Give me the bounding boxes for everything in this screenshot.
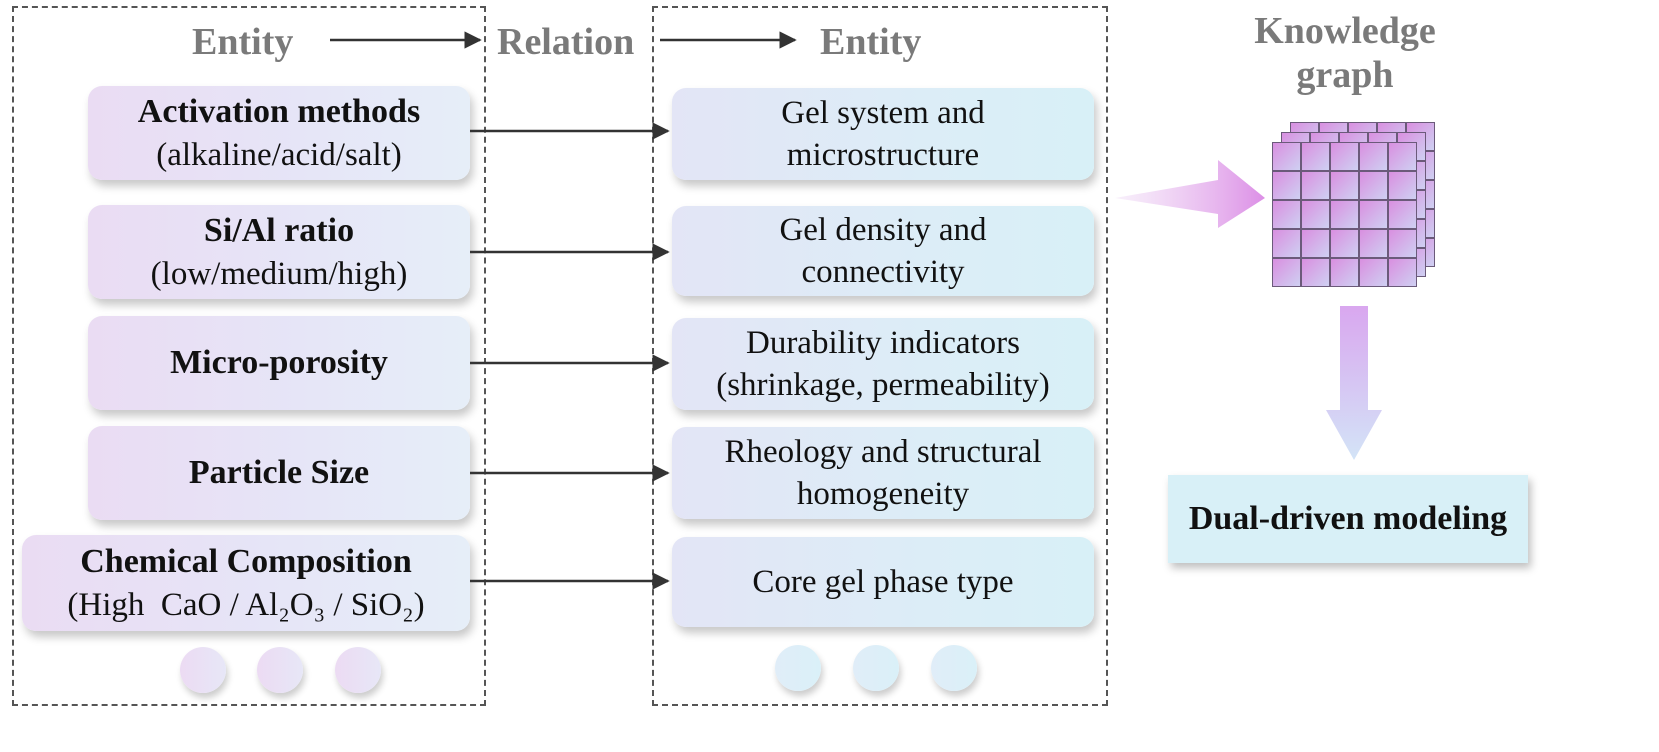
right-entity-line2: homogeneity — [796, 476, 970, 512]
right-entity-line1: Gel system and — [781, 94, 985, 131]
left-entity-card: Particle Size — [88, 426, 470, 520]
continuation-dot — [180, 647, 226, 693]
continuation-dot — [775, 645, 821, 691]
kg-cell — [1389, 143, 1416, 170]
left-entity-card: Si/Al ratio (low/medium/high) — [88, 205, 470, 299]
right-entity-line1: Rheology and structural — [724, 433, 1042, 470]
right-entity-card: Gel density and connectivity — [672, 206, 1094, 296]
kg-cell — [1389, 230, 1416, 257]
right-entity-line2: (shrinkage, permeability) — [716, 367, 1050, 403]
left-entity-title: Micro-porosity — [170, 344, 388, 382]
kg-cell — [1331, 172, 1358, 199]
header-entity-left: Entity — [192, 21, 294, 63]
header-relation: Relation — [497, 21, 635, 63]
kg-cell — [1331, 230, 1358, 257]
kg-cell — [1389, 172, 1416, 199]
kg-cell — [1302, 259, 1329, 286]
left-entity-subtitle: (High CaO / Al₂O₃ / SiO₂) — [67, 586, 425, 623]
kg-cell — [1360, 230, 1387, 257]
left-entity-title: Activation methods — [137, 93, 421, 131]
kg-cell — [1389, 259, 1416, 286]
dual-driven-modeling-box: Dual-driven modeling — [1168, 475, 1528, 563]
left-entity-card: Micro-porosity — [88, 316, 470, 410]
right-entity-card: Rheology and structural homogeneity — [672, 427, 1094, 519]
left-entity-subtitle: (low/medium/high) — [150, 255, 408, 292]
kg-cell — [1331, 259, 1358, 286]
left-entity-title: Particle Size — [188, 454, 370, 492]
kg-cell — [1273, 172, 1300, 199]
continuation-dot — [335, 647, 381, 693]
right-entity-line2: connectivity — [801, 254, 965, 290]
left-entity-panel — [12, 6, 486, 706]
kg-cell — [1273, 259, 1300, 286]
kg-cell — [1273, 201, 1300, 228]
to-knowledge-graph-arrow — [1115, 160, 1265, 228]
left-entity-title: Si/Al ratio — [203, 212, 355, 250]
left-entity-card: Activation methods (alkaline/acid/salt) — [88, 86, 470, 180]
knowledge-graph-icon — [1272, 122, 1435, 287]
kg-cell — [1302, 201, 1329, 228]
right-entity-card: Durability indicators (shrinkage, permea… — [672, 318, 1094, 410]
kg-cell — [1331, 143, 1358, 170]
right-entity-card: Gel system and microstructure — [672, 88, 1094, 180]
knowledge-graph-title: Knowledge graph — [1254, 10, 1436, 96]
kg-cell — [1302, 230, 1329, 257]
left-entity-subtitle: (alkaline/acid/salt) — [156, 136, 402, 173]
header-entity-right: Entity — [820, 21, 922, 63]
right-entity-line1: Gel density and — [779, 211, 987, 248]
right-entity-line1: Core gel phase type — [752, 563, 1014, 600]
kg-cell — [1331, 201, 1358, 228]
right-entity-card: Core gel phase type — [672, 537, 1094, 627]
kg-cell — [1302, 143, 1329, 170]
kg-cell — [1360, 259, 1387, 286]
kg-cell — [1360, 201, 1387, 228]
continuation-dot — [257, 647, 303, 693]
kg-cell — [1273, 143, 1300, 170]
right-entity-line1: Durability indicators — [745, 324, 1021, 361]
kg-cell — [1302, 172, 1329, 199]
kg-cell — [1360, 143, 1387, 170]
continuation-dot — [931, 645, 977, 691]
left-entity-title: Chemical Composition — [80, 543, 412, 581]
continuation-dot — [853, 645, 899, 691]
left-entity-card: Chemical Composition (High CaO / Al₂O₃ /… — [22, 535, 470, 631]
kg-cell — [1273, 230, 1300, 257]
kg-cell — [1389, 201, 1416, 228]
kg-cell — [1360, 172, 1387, 199]
to-dual-modeling-arrow — [1326, 306, 1382, 460]
right-entity-line2: microstructure — [786, 137, 980, 173]
